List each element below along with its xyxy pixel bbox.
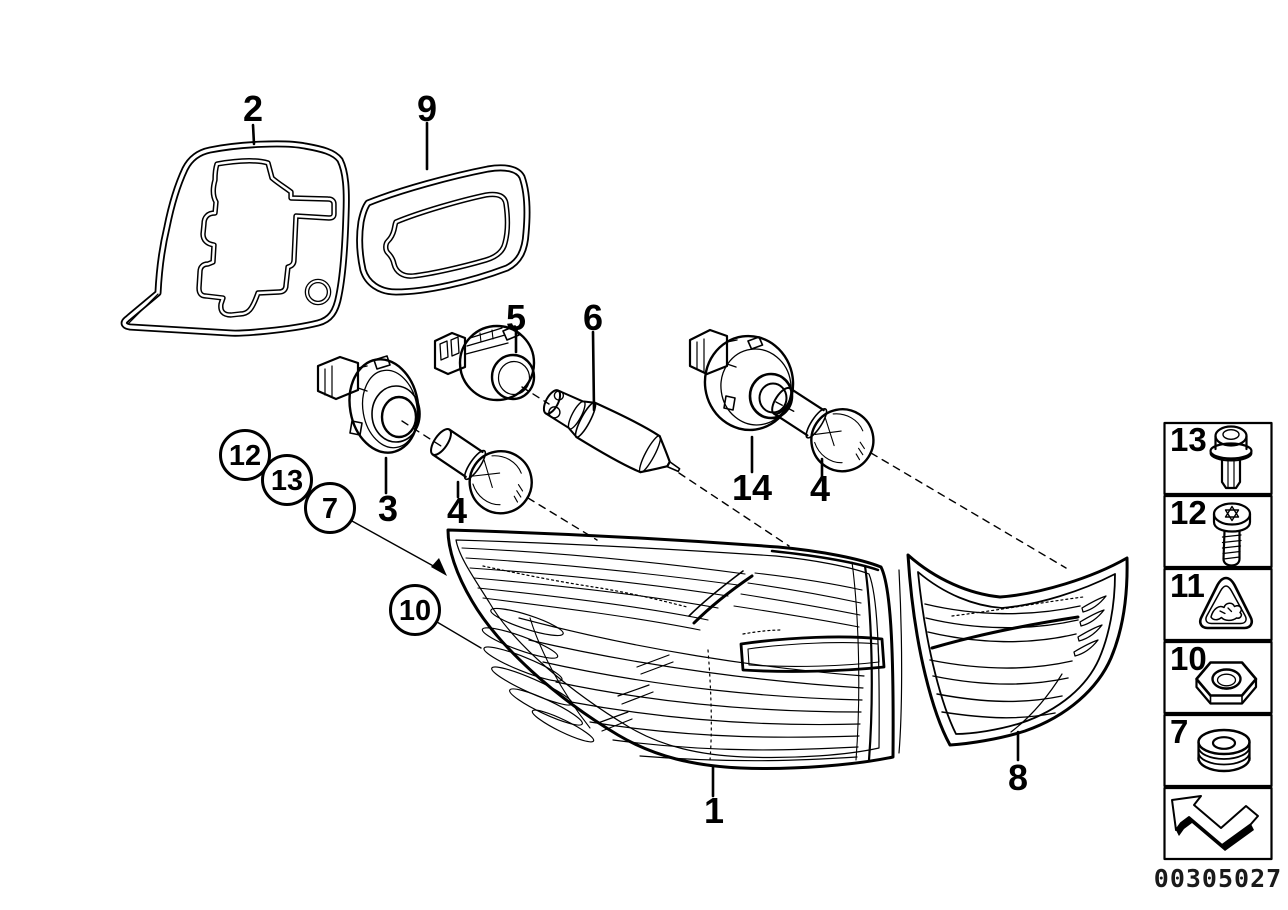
callout-circle — [389, 584, 441, 636]
callout-labels: 2 9 5 6 3 4 14 4 1 8 — [243, 88, 1028, 831]
legend-box-13[interactable]: 13 — [1163, 421, 1273, 496]
callout-6[interactable]: 6 — [583, 297, 603, 338]
callout-4-right[interactable]: 4 — [810, 468, 830, 509]
circled-callout-13[interactable]: 13 — [261, 454, 313, 506]
circled-callout-12[interactable]: 12 — [219, 429, 271, 481]
crush-warning-triangle-icon — [1198, 576, 1254, 630]
direction-arrow-icon — [1171, 795, 1259, 851]
callout-14[interactable]: 14 — [732, 467, 772, 508]
callout-5[interactable]: 5 — [506, 297, 526, 338]
circled-callout-7[interactable]: 7 — [304, 482, 356, 534]
bulb-4-right-drawing — [771, 386, 875, 473]
image-id: 00305027 — [1154, 864, 1282, 893]
legend-label-7: 7 — [1170, 713, 1188, 750]
callout-circle — [304, 482, 356, 534]
legend-label-13: 13 — [1170, 421, 1207, 458]
circled-callout-10[interactable]: 10 — [389, 584, 441, 636]
callout-1[interactable]: 1 — [704, 790, 724, 831]
legend-box-11[interactable]: 11 — [1163, 567, 1273, 642]
assembly-axis-lines — [401, 386, 1067, 569]
callout-circle — [261, 454, 313, 506]
tail-light-1-drawing — [446, 528, 895, 770]
callout-3[interactable]: 3 — [378, 488, 398, 529]
legend-box-frame — [1163, 494, 1273, 569]
callout-9[interactable]: 9 — [417, 88, 437, 129]
legend-label-10: 10 — [1170, 640, 1207, 677]
legend-box-frame — [1163, 786, 1273, 861]
gasket-inner-drawing — [356, 164, 531, 296]
circled-callout-10-label: 10 — [399, 595, 431, 627]
leader-lines — [251, 121, 1020, 798]
hex-nut-icon — [1195, 661, 1258, 705]
callout-8[interactable]: 8 — [1008, 757, 1028, 798]
grommet-icon — [1197, 728, 1251, 773]
legend-box-frame — [1163, 640, 1273, 715]
tail-light-8-drawing — [898, 553, 1129, 754]
legend-label-12: 12 — [1170, 494, 1207, 531]
legend-box-10[interactable]: 10 — [1163, 640, 1273, 715]
callout-circle — [219, 429, 271, 481]
gasket-outer-drawing — [120, 140, 350, 337]
legend-box-arrow[interactable] — [1163, 786, 1273, 861]
legend-box-12[interactable]: 12 — [1163, 494, 1273, 569]
bulb-socket-3-drawing — [316, 355, 421, 454]
legend-box-7[interactable]: 7 — [1163, 713, 1273, 788]
bulb-holder-6-drawing — [542, 389, 681, 474]
circled-callout-13-label: 13 — [271, 465, 303, 497]
circled-callout-12-label: 12 — [229, 440, 261, 472]
legend-panel: 13 12 — [1163, 421, 1273, 861]
circled-callouts: 12 13 7 10 — [219, 429, 441, 636]
legend-box-frame — [1163, 713, 1273, 788]
callout-2[interactable]: 2 — [243, 88, 263, 129]
bulb-4-left-drawing — [430, 428, 533, 515]
legend-label-11: 11 — [1170, 567, 1205, 604]
flange-bolt-icon — [1209, 425, 1253, 490]
bulb-socket-5-drawing — [433, 324, 536, 402]
legend-box-frame — [1163, 421, 1273, 496]
circled-callout-7-label: 7 — [322, 493, 338, 525]
callout-4-left[interactable]: 4 — [447, 490, 467, 531]
leader-arrowhead — [431, 558, 447, 576]
legend-box-frame — [1163, 567, 1273, 642]
torx-screw-icon — [1212, 502, 1252, 567]
